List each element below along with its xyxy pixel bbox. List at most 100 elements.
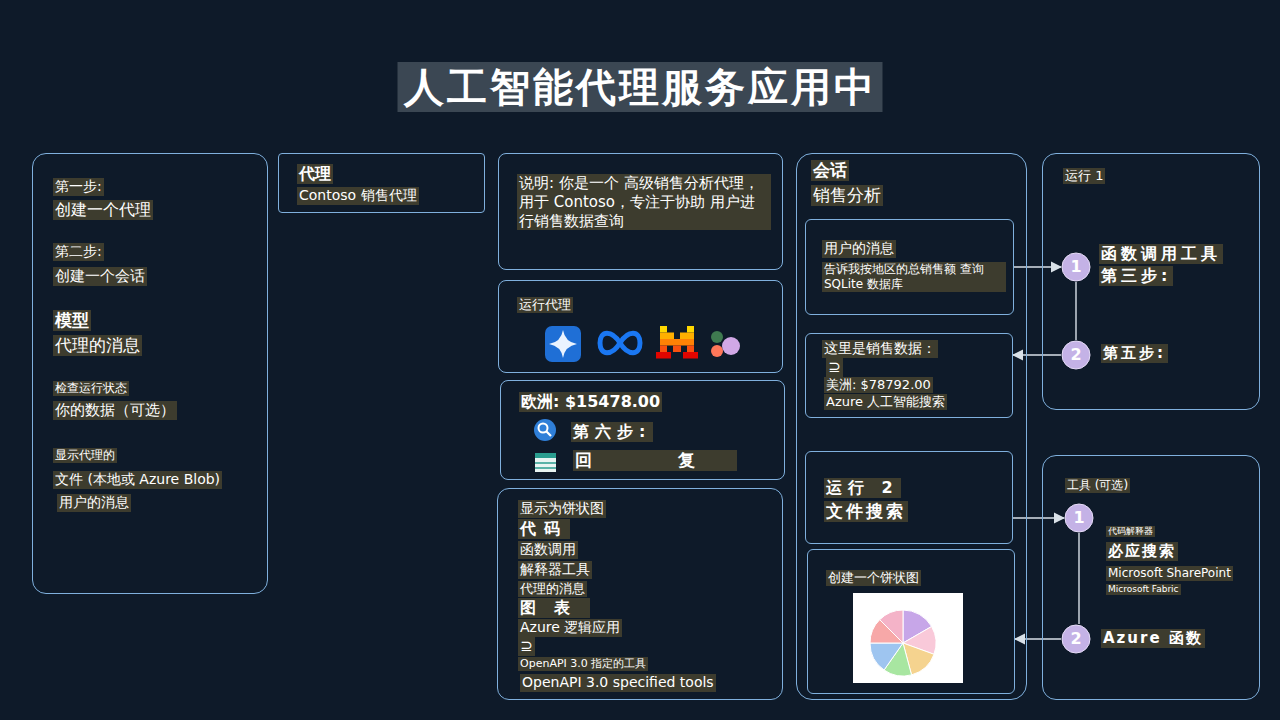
panel-box: 会话销售分析用户的消息告诉我按地区的总销售额 查询 SQLite 数据库这里是销… bbox=[796, 153, 1027, 700]
icon-block bbox=[660, 339, 694, 346]
box-text: 运行 2 bbox=[824, 478, 901, 498]
box-text: Microsoft Fabric bbox=[1106, 584, 1181, 595]
panel-box: 第一步: 创建一个代理第二步: 创建一个会话模型代理的消息检查运行状态你的数据（可选… bbox=[32, 153, 268, 594]
table-icon bbox=[535, 453, 556, 472]
icon-lens bbox=[539, 424, 548, 433]
panel-box: 欧洲: $15478.00 第六步: 回 复 bbox=[500, 380, 785, 480]
panel-box: 代理 Contoso 销售代理 bbox=[278, 153, 485, 213]
box-text: Microsoft SharePoint bbox=[1106, 566, 1233, 581]
pie-chart bbox=[853, 593, 963, 683]
box-text: 代码 bbox=[518, 519, 570, 539]
cohere-icon bbox=[711, 331, 740, 357]
box-text: Azure 函数 bbox=[1101, 629, 1205, 648]
callout-number: 1 bbox=[1064, 503, 1094, 533]
diagram-title: 人工智能代理服务应用中 bbox=[398, 62, 883, 112]
icon-disc bbox=[534, 419, 556, 441]
icon-row bbox=[535, 467, 556, 469]
panel-box: 这里是销售数据：⊇美洲: $78792.00Azure 人工智能搜索 bbox=[805, 333, 1013, 418]
meta-icon bbox=[600, 333, 640, 353]
box-text: 解释器工具 bbox=[518, 561, 592, 579]
arrow-connector bbox=[1013, 354, 1061, 355]
icon-block bbox=[660, 346, 667, 353]
circle-fill bbox=[1062, 341, 1090, 369]
panel-box: 工具 (可选)1代码解释器必应搜索Microsoft SharePointMic… bbox=[1042, 455, 1260, 700]
box-text: 运行 1 bbox=[1063, 168, 1105, 184]
box-text: 创建一个代理 bbox=[53, 200, 153, 220]
icon-block bbox=[687, 346, 694, 353]
box-text: 告诉我按地区的总销售额 查询 SQLite 数据库 bbox=[822, 262, 1006, 292]
box-text: 函数调用 bbox=[518, 541, 578, 559]
search-icon bbox=[534, 419, 556, 441]
box-text: 说明: 你是一个 高级销售分析代理，用于 Contoso，专注于协助 用户进行销… bbox=[517, 174, 771, 230]
box-text: 显示为饼状图 bbox=[518, 500, 606, 518]
icon-dot bbox=[711, 331, 723, 343]
arrow-connector bbox=[1013, 517, 1064, 518]
box-text: 第五步: bbox=[1101, 344, 1168, 363]
panel-box: 显示为饼状图代码函数调用解释器工具代理的消息图表Azure 逻辑应用⊇OpenA… bbox=[497, 488, 783, 700]
icon-star bbox=[549, 330, 577, 358]
circle-fill bbox=[1065, 504, 1093, 532]
box-text: 文件搜索 bbox=[824, 501, 908, 522]
icon-block bbox=[680, 333, 694, 340]
callout-number: 2 bbox=[1061, 340, 1091, 370]
box-text: 代理的消息 bbox=[53, 335, 142, 356]
box-text: 图表 bbox=[518, 598, 590, 618]
panel-box: 运行代理 bbox=[498, 280, 783, 373]
box-text: 第二步: bbox=[53, 243, 104, 261]
icon-block bbox=[687, 326, 694, 333]
box-text: 美洲: $78792.00 bbox=[824, 377, 933, 393]
icon-dot bbox=[722, 337, 740, 355]
icon-block bbox=[656, 352, 671, 359]
box-text: 代理的消息 bbox=[518, 581, 587, 597]
box-text: 会话 bbox=[811, 160, 849, 181]
panel-box: 说明: 你是一个 高级销售分析代理，用于 Contoso，专注于协助 用户进行销… bbox=[498, 153, 783, 270]
icon-tile bbox=[545, 326, 581, 362]
icon-block bbox=[683, 352, 698, 359]
box-text: 第一步: bbox=[53, 178, 104, 196]
box-text: OpenAPI 3.0 指定的工具 bbox=[518, 657, 648, 671]
box-text: 模型 bbox=[53, 310, 91, 331]
mistral-icon bbox=[656, 326, 698, 359]
box-text: 文件 (本地或 Azure Blob) bbox=[53, 471, 222, 489]
box-text: 代码解释器 bbox=[1106, 526, 1155, 537]
panel-box: 用户的消息告诉我按地区的总销售额 查询 SQLite 数据库 bbox=[805, 219, 1014, 315]
box-text: Azure 逻辑应用 bbox=[518, 619, 622, 637]
box-text: 第三步: bbox=[1099, 266, 1173, 286]
box-text: 检查运行状态 bbox=[53, 381, 129, 396]
box-text: 创建一个会话 bbox=[53, 267, 147, 286]
step-circle: 2第五步: bbox=[1061, 340, 1091, 370]
box-text: 函数调用工具 bbox=[1099, 244, 1223, 264]
icon-sheet bbox=[535, 453, 556, 472]
chart-ground bbox=[853, 593, 963, 683]
icon-handle bbox=[547, 432, 552, 437]
circle-fill bbox=[1062, 253, 1090, 281]
box-text: 欧洲: $15478.00 bbox=[519, 392, 662, 412]
arrow-connector bbox=[1014, 266, 1061, 267]
box-text: ⊇ bbox=[518, 637, 535, 656]
box-text: 代理 bbox=[297, 164, 333, 184]
azure-ai-icon bbox=[545, 326, 581, 362]
step-circle: 2Azure 函数 bbox=[1061, 624, 1091, 654]
box-text: Azure 人工智能搜索 bbox=[824, 394, 947, 410]
step-circle: 1代码解释器必应搜索Microsoft SharePointMicrosoft … bbox=[1064, 503, 1094, 533]
box-text: 你的数据（可选） bbox=[53, 401, 177, 420]
box-text: OpenAPI 3.0 specified tools bbox=[520, 674, 716, 692]
box-text: 工具 (可选) bbox=[1065, 478, 1130, 493]
box-text: 第六步: bbox=[571, 422, 653, 442]
circle-fill bbox=[1062, 625, 1090, 653]
icon-row bbox=[535, 462, 556, 464]
icon-block bbox=[660, 333, 674, 340]
box-text: 显示代理的 bbox=[53, 448, 117, 463]
pie-slice bbox=[880, 610, 903, 643]
icon-block bbox=[673, 346, 681, 353]
pie-slice bbox=[870, 643, 903, 670]
box-text: 运行代理 bbox=[517, 297, 573, 313]
icon-dot bbox=[711, 345, 723, 357]
box-text: 必应搜索 bbox=[1106, 542, 1178, 561]
panel-box: 创建一个饼状图 bbox=[807, 549, 1015, 694]
box-text: ⊇ bbox=[826, 358, 843, 377]
callout-number: 1 bbox=[1061, 252, 1091, 282]
box-text: Contoso 销售代理 bbox=[297, 187, 419, 205]
box-text: 回 复 bbox=[573, 450, 737, 471]
